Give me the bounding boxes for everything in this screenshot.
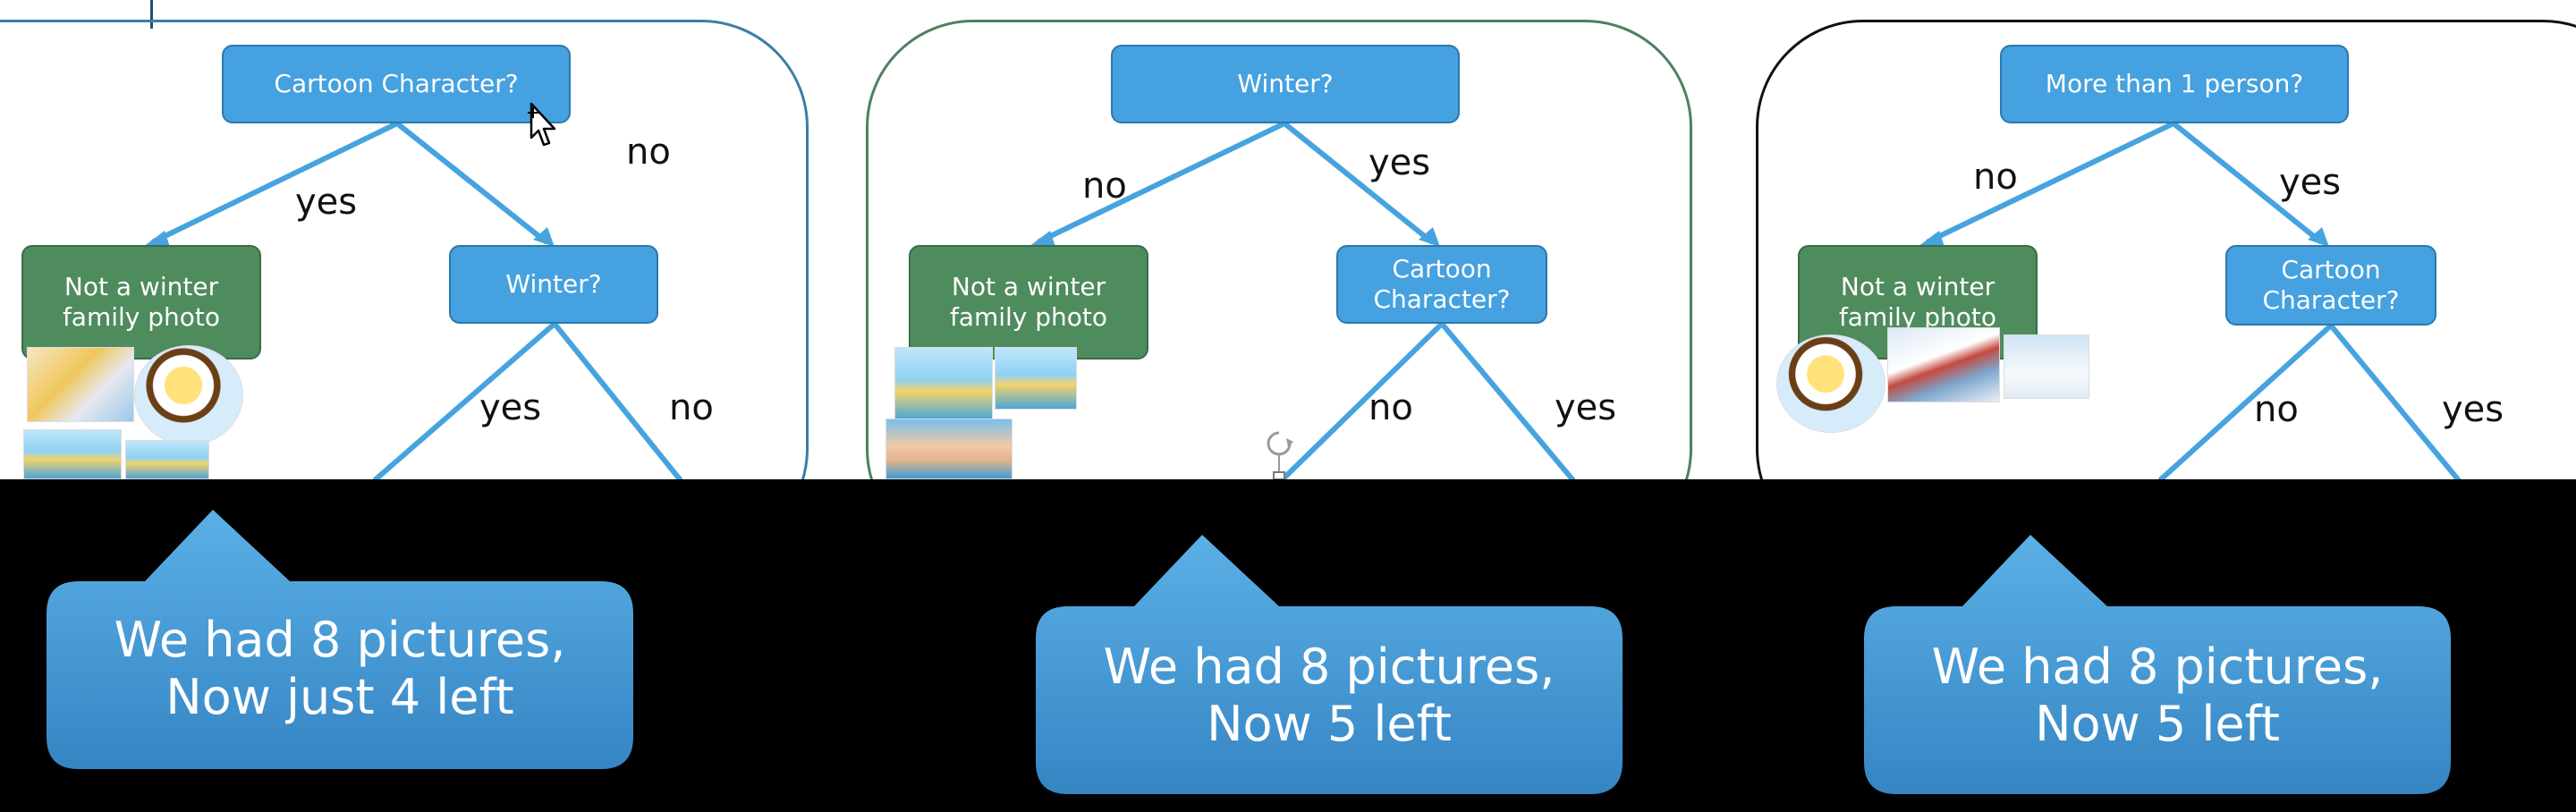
edge-t2-second-right xyxy=(1442,324,1572,479)
photo-beach-2 xyxy=(894,347,993,420)
tree3-root-no-label: no xyxy=(1973,157,2018,197)
tree2-root-yes-label: yes xyxy=(1368,143,1430,182)
callout-3: We had 8 pictures, Now 5 left xyxy=(1864,533,2451,794)
photo-snow-family xyxy=(1887,327,2000,402)
tree2-second-yes-label: yes xyxy=(1555,388,1616,427)
callout-1-text: We had 8 pictures, Now just 4 left xyxy=(47,612,633,726)
photo-cartoon-3 xyxy=(995,347,1077,410)
photo-skier xyxy=(2004,334,2089,399)
tree1-leaf-node[interactable]: Not a winter family photo xyxy=(21,245,261,359)
edge-t3-root-leaf xyxy=(1928,123,2174,241)
rotate-handle-icon[interactable] xyxy=(1259,426,1299,479)
edge-t2-root-leaf xyxy=(1039,123,1284,241)
edge-t1-root-second xyxy=(397,123,546,241)
edge-t3-second-right xyxy=(2331,326,2458,479)
callout-2: We had 8 pictures, Now 5 left xyxy=(1036,533,1623,794)
tree1-second-yes-label: yes xyxy=(479,388,541,427)
tree1-root-yes-label: yes xyxy=(295,182,357,222)
edge-t3-second-left xyxy=(2161,326,2331,479)
tree2-root-no-label: no xyxy=(1082,166,1127,206)
tree3-root-yes-label: yes xyxy=(2279,163,2341,202)
photo-beach-1 xyxy=(23,429,122,479)
edge-t1-second-right xyxy=(555,324,680,479)
callout-1: We had 8 pictures, Now just 4 left xyxy=(47,508,633,769)
edge-t2-second-left xyxy=(1283,324,1442,479)
tree1-root-no-label: no xyxy=(626,132,671,172)
callout-2-text: We had 8 pictures, Now 5 left xyxy=(1036,639,1623,753)
tree3-second-no-label: no xyxy=(2254,390,2299,429)
tree3-root-node[interactable]: More than 1 person? xyxy=(2000,45,2349,123)
photo-cartoon-1 xyxy=(27,347,134,422)
slide-area: Cartoon Character? Not a winter family p… xyxy=(0,0,2576,479)
tree1-second-node[interactable]: Winter? xyxy=(449,245,658,324)
tree2-second-no-label: no xyxy=(1368,388,1413,427)
tree2-second-node[interactable]: Cartoon Character? xyxy=(1336,245,1547,324)
arrowhead-t2-second xyxy=(1419,227,1440,247)
photo-cartoon-2 xyxy=(125,440,209,479)
mouse-cursor-icon xyxy=(526,102,558,152)
callout-3-text: We had 8 pictures, Now 5 left xyxy=(1864,639,2451,753)
arrowhead-t1-second xyxy=(533,227,555,247)
arrowhead-t3-second xyxy=(2308,227,2329,247)
photo-homer-2 xyxy=(1776,334,1885,433)
tree3-second-yes-label: yes xyxy=(2442,390,2504,429)
tree2-leaf-node[interactable]: Not a winter family photo xyxy=(909,245,1148,359)
tree1-root-node[interactable]: Cartoon Character? xyxy=(222,45,571,123)
tree3-second-node[interactable]: Cartoon Character? xyxy=(2225,245,2436,326)
tree2-root-node[interactable]: Winter? xyxy=(1111,45,1460,123)
tree1-second-no-label: no xyxy=(669,388,714,427)
photo-family-1 xyxy=(886,419,1013,479)
photo-homer-1 xyxy=(134,345,243,445)
edge-t1-root-leaf xyxy=(154,123,397,241)
